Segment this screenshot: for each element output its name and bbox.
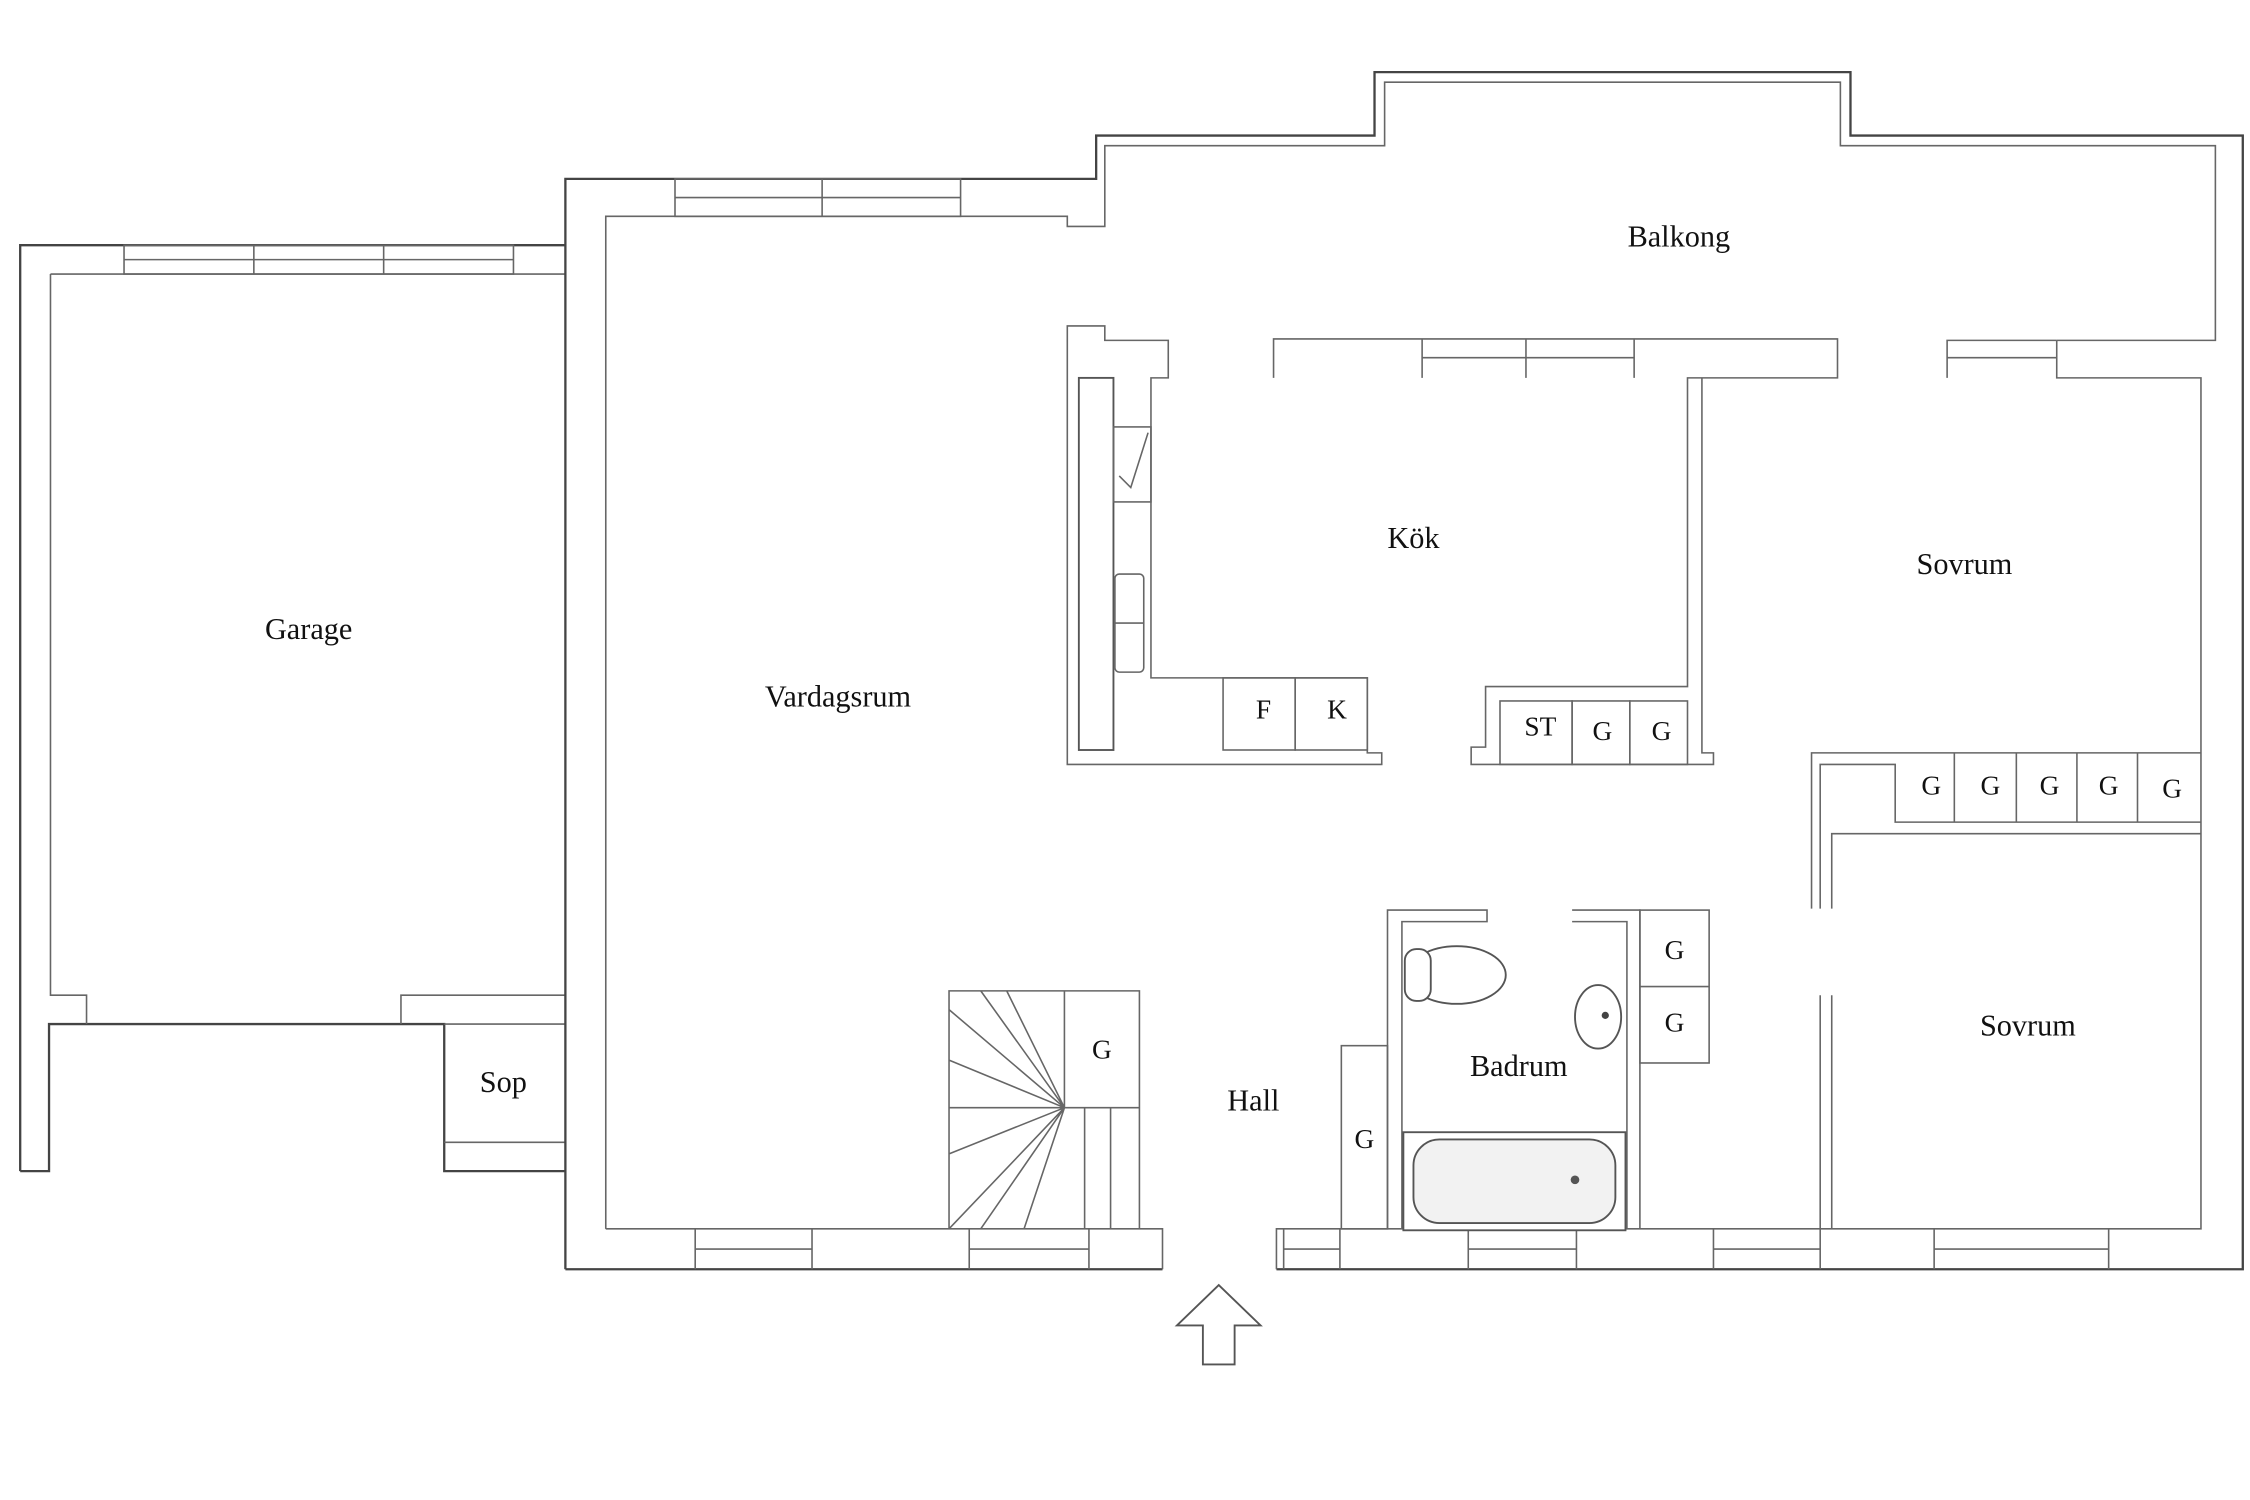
wardrobe-label: G — [1665, 935, 1685, 965]
wardrobe-label: G — [2099, 771, 2119, 801]
wardrobe-label: G — [1355, 1124, 1375, 1154]
room-label-badrum: Badrum — [1470, 1049, 1568, 1083]
wardrobe-label: G — [2162, 774, 2182, 804]
wardrobe-label: G — [1665, 1007, 1685, 1037]
room-label-sovrum: Sovrum — [1980, 1009, 2076, 1043]
garage-walls — [19, 244, 567, 1173]
room-label-kok: Kök — [1387, 521, 1440, 555]
wardrobe-label: G — [1593, 716, 1613, 746]
wardrobe-label: G — [1921, 771, 1941, 801]
wardrobe-label: G — [1980, 771, 2000, 801]
room-label-vardagsrum: Vardagsrum — [765, 680, 912, 714]
bedroom-walls — [1810, 752, 2201, 1229]
main-walls — [564, 70, 2244, 1271]
bathroom-walls — [1340, 909, 1710, 1232]
wardrobe-label: G — [1652, 716, 1672, 746]
wardrobe-label: G — [2040, 771, 2060, 801]
fridge-label: F — [1256, 694, 1271, 724]
storage-label: ST — [1524, 712, 1556, 742]
entrance-arrow-icon — [1174, 1283, 1263, 1366]
room-label-garage: Garage — [265, 612, 352, 646]
wardrobe-label: G — [1092, 1035, 1112, 1065]
room-label-sop: Sop — [480, 1065, 527, 1099]
freezer-label: K — [1327, 694, 1347, 724]
room-label-balkong: Balkong — [1628, 220, 1731, 254]
kitchen-walls — [1066, 325, 2057, 766]
staircase — [948, 990, 1141, 1230]
room-label-sovrum: Sovrum — [1916, 547, 2012, 581]
room-label-hall: Hall — [1227, 1084, 1279, 1118]
